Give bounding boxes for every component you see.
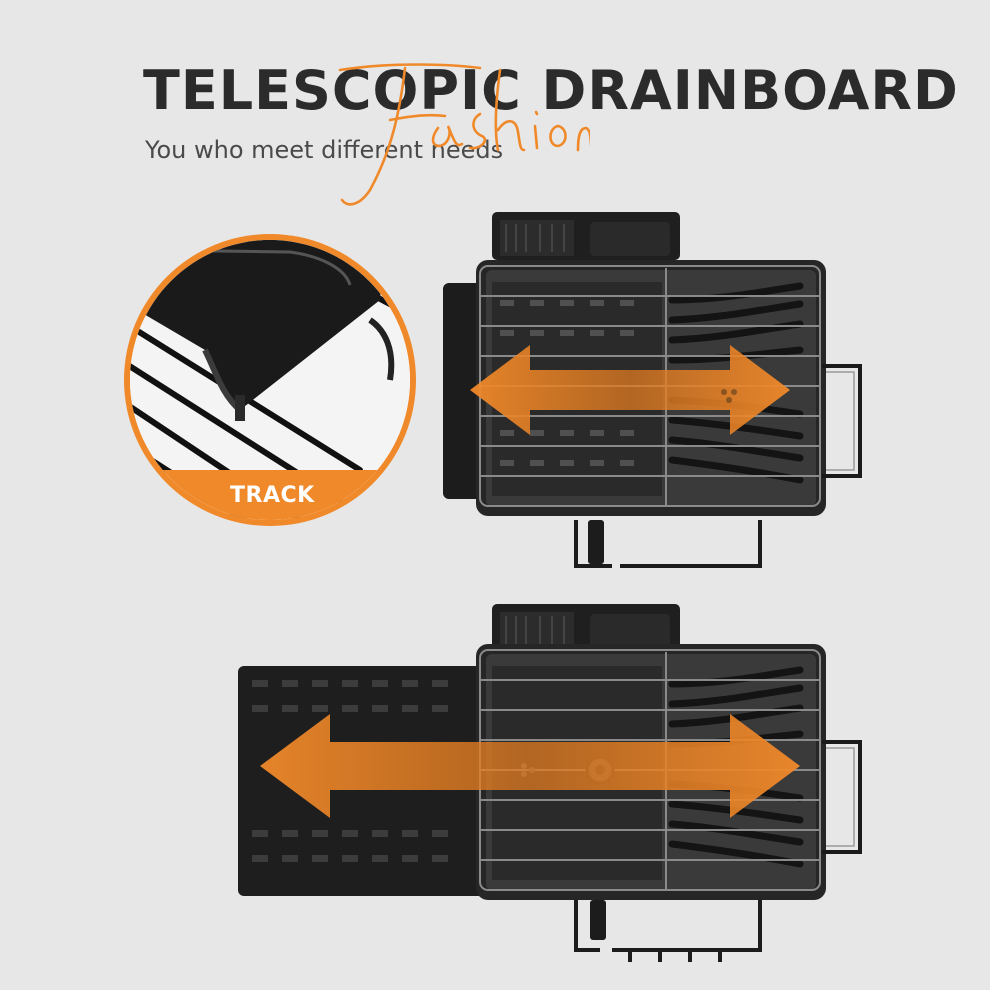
track-callout (124, 234, 416, 526)
double-arrow-icon (470, 345, 790, 435)
track-label: TRACK (230, 483, 315, 508)
page-title: TELESCOPIC DRAINBOARD (143, 59, 959, 122)
double-arrow-icon-bottom (260, 714, 800, 818)
